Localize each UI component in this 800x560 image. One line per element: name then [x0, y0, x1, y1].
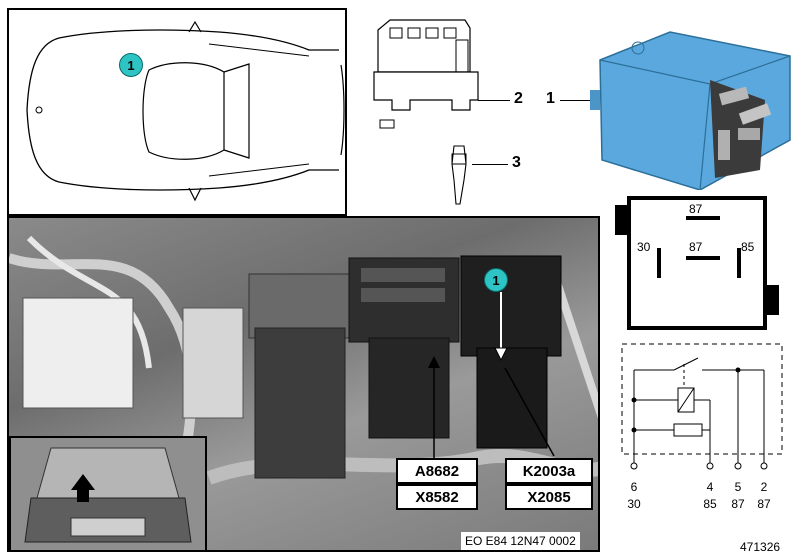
pin-label-85: 85	[741, 240, 755, 254]
pin-slot-right	[737, 248, 741, 278]
schematic-term-30: 30	[627, 497, 641, 511]
pin-label-87-top: 87	[689, 202, 703, 216]
footprint-tab-right	[767, 285, 779, 315]
part-number-3: 3	[512, 154, 521, 171]
pin-slot-left	[657, 248, 661, 278]
photo-reference-label: EO E84 12N47 0002	[461, 532, 580, 550]
terminal-pin-icon	[451, 145, 467, 205]
blue-relay-icon	[590, 31, 791, 190]
relay-pin-footprint: 87 87 30 85	[627, 196, 767, 330]
connector-housing-icon	[373, 19, 479, 129]
label-k2003a: K2003a	[505, 458, 593, 484]
schematic-term-87a: 87	[731, 497, 745, 511]
leader-line-3	[472, 164, 508, 165]
part-number-1: 1	[546, 90, 555, 107]
schematic-pin-2: 2	[760, 480, 768, 494]
leader-line-1	[560, 100, 594, 101]
part-number-2: 2	[514, 90, 523, 107]
schematic-pin-4: 4	[706, 480, 714, 494]
photo-callout-badge: 1	[484, 268, 508, 292]
schematic-pin-5: 5	[734, 480, 742, 494]
pin-label-87-center: 87	[689, 240, 703, 254]
footprint-tab-left	[615, 205, 627, 235]
car-outline	[26, 20, 345, 202]
schematic-term-87b: 87	[757, 497, 771, 511]
schematic-term-85: 85	[703, 497, 717, 511]
label-x2085: X2085	[505, 484, 593, 510]
diagram-id: 471326	[740, 540, 781, 554]
leader-line-2	[478, 100, 510, 101]
pin-slot-top	[686, 216, 720, 220]
pin-label-30: 30	[637, 240, 651, 254]
car-callout-badge: 1	[119, 53, 143, 77]
inset-car-thumbnail	[9, 436, 207, 550]
pin-slot-center	[686, 256, 720, 260]
label-x8582: X8582	[396, 484, 478, 510]
schematic-pin-6: 6	[630, 480, 638, 494]
inset-hood-outline	[24, 447, 192, 543]
car-location-panel: 1	[7, 8, 347, 216]
engine-bay-photo: 1 A8682 X8582 K2003a X2085 EO E84 12N47 …	[7, 216, 600, 552]
label-a8682: A8682	[396, 458, 478, 484]
relay-schematic	[621, 343, 783, 470]
